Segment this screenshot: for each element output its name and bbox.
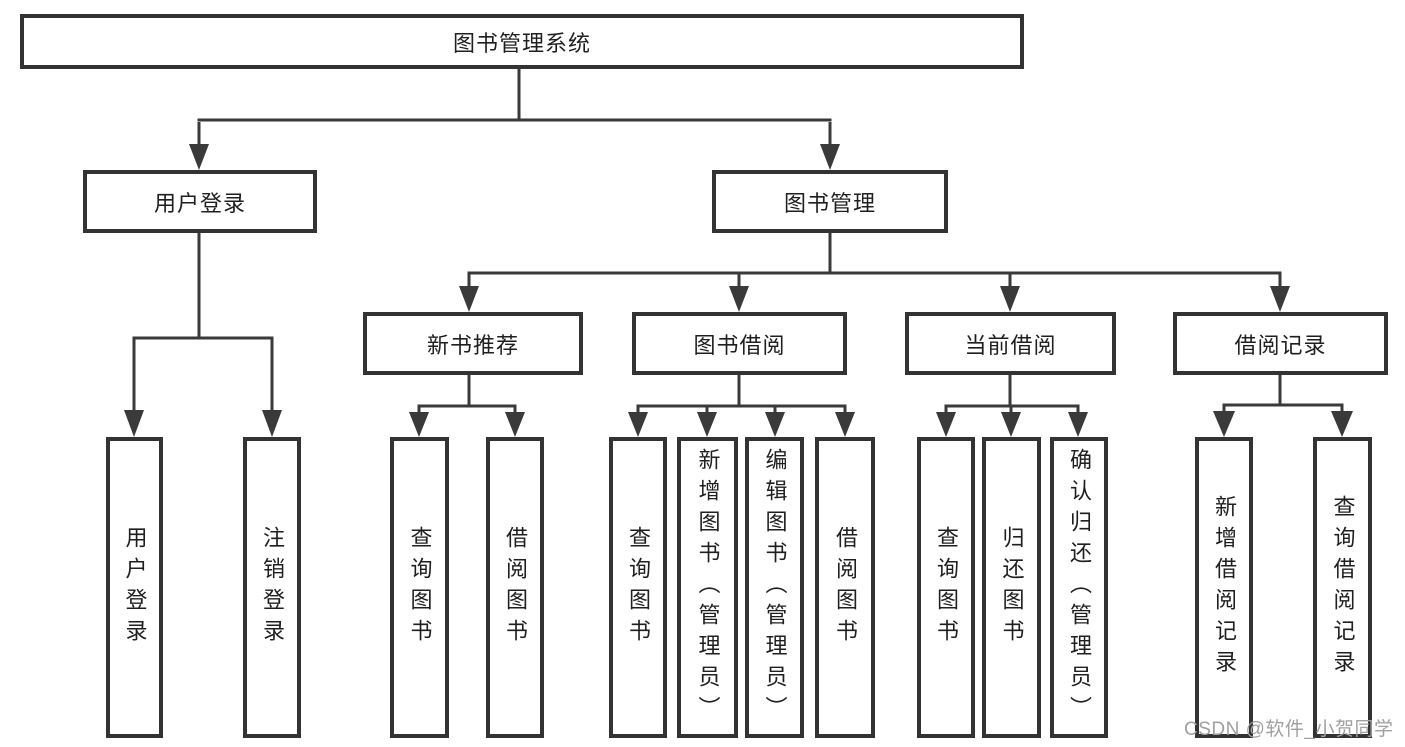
csdn-watermark: CSDN @软件_小贺同学: [1184, 719, 1394, 740]
arrowhead-icon: [1213, 411, 1235, 437]
node-leaf-add-borrow-record: 新增借阅记录: [1195, 437, 1253, 738]
arrowhead-icon: [124, 410, 144, 437]
node-leaf-user-login: 用户登录: [106, 437, 163, 738]
node-label: 借阅记录: [1234, 332, 1327, 358]
node-label: 归还图书: [999, 525, 1025, 650]
node-leaf-query-books-borrow: 查询图书: [609, 437, 667, 738]
node-label: 当前借阅: [964, 332, 1057, 358]
node-user-login: 用户登录: [83, 170, 317, 233]
node-label: 用户登录: [153, 190, 246, 216]
node-leaf-query-borrow-record: 查询借阅记录: [1313, 437, 1372, 738]
node-label: 新增借阅记录: [1212, 494, 1237, 681]
node-leaf-edit-book-admin: 编辑图书（管理员）: [745, 437, 804, 738]
arrowhead-icon: [505, 412, 525, 437]
node-leaf-logout: 注销登录: [243, 437, 301, 738]
node-label: 图书管理系统: [452, 30, 591, 56]
arrowheads: [124, 144, 1353, 437]
node-label: 查询图书: [934, 525, 959, 650]
arrowhead-icon: [936, 412, 956, 437]
arrowhead-icon: [628, 412, 648, 437]
arrowhead-icon: [765, 412, 785, 437]
node-book-borrow: 图书借阅: [632, 312, 847, 375]
node-leaf-query-books-recommend: 查询图书: [390, 437, 449, 738]
arrowhead-icon: [835, 412, 855, 437]
node-leaf-query-books-current: 查询图书: [917, 437, 975, 738]
node-leaf-add-book-admin: 新增图书（管理员）: [677, 437, 738, 738]
arrowhead-icon: [1001, 412, 1021, 437]
node-current-borrow: 当前借阅: [905, 312, 1116, 375]
node-leaf-borrow-books-recommend: 借阅图书: [486, 437, 544, 738]
arrowhead-icon: [1068, 412, 1088, 437]
node-library-management-system: 图书管理系统: [20, 14, 1024, 69]
node-leaf-borrow-books: 借阅图书: [815, 437, 875, 738]
node-label: 查询图书: [626, 525, 651, 650]
node-label: 借阅图书: [503, 525, 528, 650]
node-label: 查询图书: [407, 525, 433, 650]
node-label: 编辑图书（管理员）: [762, 448, 788, 727]
arrowhead-icon: [697, 412, 717, 437]
node-leaf-return-books: 归还图书: [982, 437, 1041, 738]
node-label: 借阅图书: [833, 525, 858, 650]
arrowhead-icon: [189, 144, 209, 170]
arrowhead-icon: [1331, 411, 1353, 437]
arrowhead-icon: [729, 286, 749, 312]
node-label: 图书借阅: [693, 332, 786, 358]
node-label: 查询借阅记录: [1330, 494, 1356, 681]
node-leaf-confirm-return-admin: 确认归还（管理员）: [1050, 437, 1108, 738]
node-label: 注销登录: [260, 525, 285, 650]
node-label: 新书推荐: [426, 332, 519, 358]
arrowhead-icon: [459, 286, 479, 312]
node-label: 确认归还（管理员）: [1067, 448, 1092, 727]
node-borrow-records: 借阅记录: [1173, 312, 1388, 375]
arrowhead-icon: [1270, 286, 1290, 312]
arrowhead-icon: [1000, 286, 1020, 312]
arrowhead-icon: [820, 144, 840, 170]
arrowhead-icon: [262, 410, 282, 437]
node-label: 图书管理: [783, 190, 876, 216]
node-book-management: 图书管理: [712, 170, 948, 233]
node-label: 用户登录: [122, 525, 148, 650]
node-label: 新增图书（管理员）: [695, 448, 721, 727]
node-new-book-recommend: 新书推荐: [363, 312, 583, 375]
arrowhead-icon: [409, 412, 429, 437]
